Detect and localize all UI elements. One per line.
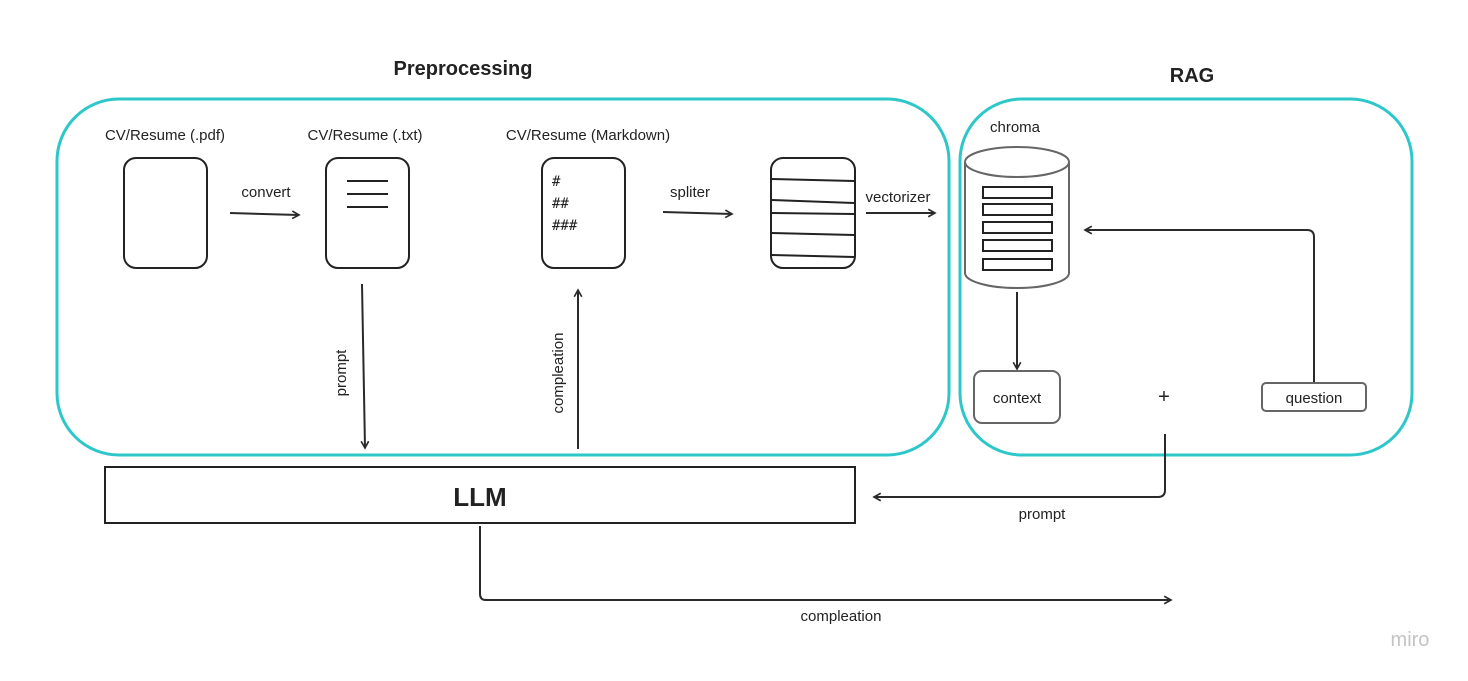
- convert-label: convert: [241, 184, 291, 201]
- txt-doc-label: CV/Resume (.txt): [307, 127, 422, 144]
- markdown-document-icon: [541, 157, 626, 269]
- question-box: [1261, 382, 1367, 412]
- markdown-doc-label: CV/Resume (Markdown): [506, 127, 670, 144]
- convert-arrow: [229, 213, 299, 215]
- database-icon: [964, 146, 1070, 289]
- final-compleation-arrow: [479, 526, 1171, 600]
- rag-prompt-arrow: [874, 434, 1166, 497]
- context-box: [973, 370, 1061, 424]
- prompt-label-vertical: prompt: [333, 349, 350, 397]
- chunks-document-icon: [770, 157, 856, 269]
- context-label: context: [993, 390, 1042, 407]
- preprocessing-frame: [55, 97, 951, 457]
- plus-sign: +: [1158, 386, 1170, 408]
- rag-title: RAG: [1170, 65, 1214, 87]
- pdf-document-icon: [123, 157, 208, 269]
- markdown-line-h2: ##: [552, 196, 569, 212]
- question-label: question: [1286, 390, 1343, 407]
- rag-frame: [958, 97, 1414, 457]
- compleation-label-vertical: compleation: [550, 333, 567, 414]
- miro-logo: miro: [1391, 629, 1430, 651]
- vectorizer-label: vectorizer: [865, 189, 930, 206]
- prompt-arrow-to-llm: [362, 283, 365, 448]
- final-compleation-label: compleation: [801, 608, 882, 625]
- markdown-line-h3: ###: [552, 218, 578, 234]
- spliter-arrow: [662, 212, 732, 214]
- spliter-label: spliter: [670, 184, 710, 201]
- llm-box: [104, 466, 856, 524]
- llm-label: LLM: [453, 482, 506, 512]
- txt-document-icon: [325, 157, 410, 269]
- pdf-doc-label: CV/Resume (.pdf): [105, 127, 225, 144]
- question-to-db-arrow: [1085, 230, 1315, 382]
- preprocessing-title: Preprocessing: [394, 58, 533, 80]
- markdown-line-h1: #: [552, 174, 561, 190]
- rag-prompt-label: prompt: [1019, 506, 1067, 523]
- chroma-label: chroma: [990, 119, 1041, 136]
